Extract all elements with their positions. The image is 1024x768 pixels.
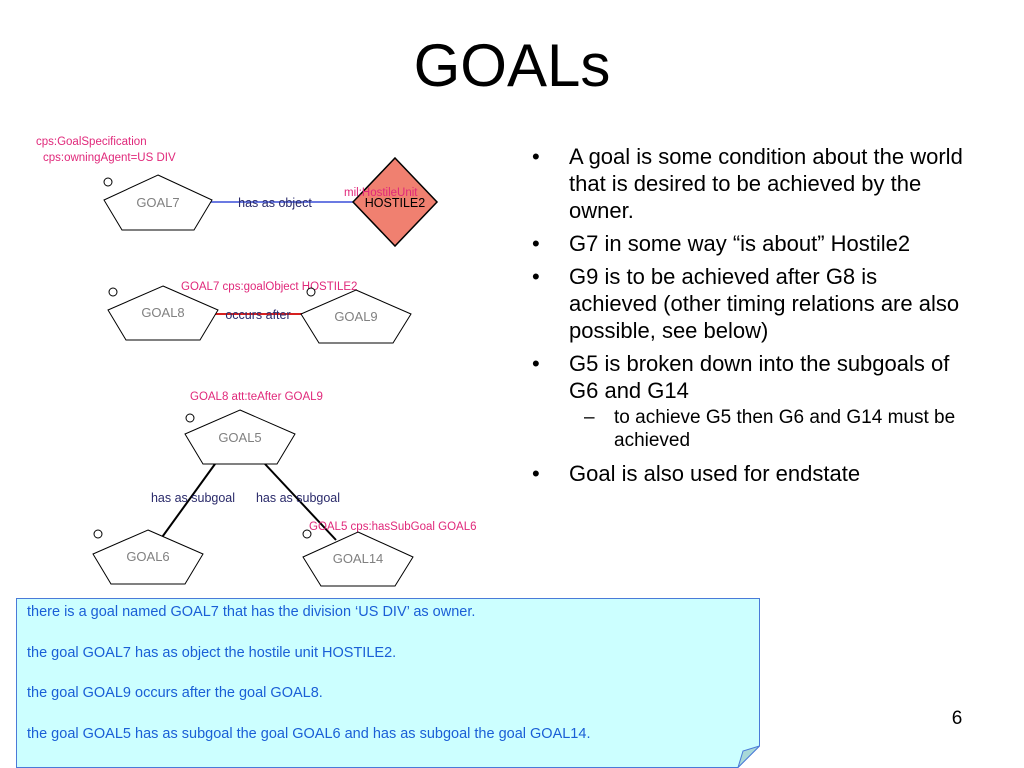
goal6-node[interactable]	[92, 529, 204, 585]
bullet-marker: •	[532, 461, 540, 486]
goal14-node[interactable]	[302, 531, 414, 587]
goal5-node[interactable]	[184, 409, 296, 465]
note-sentence: there is a goal named GOAL7 that has the…	[27, 604, 476, 620]
bullet-marker: •	[532, 351, 540, 376]
goal7-label: GOAL7	[136, 195, 179, 210]
goal14-handle[interactable]	[302, 529, 312, 539]
subgoal-edge-goal14	[264, 463, 337, 541]
goal8-label: GOAL8	[141, 305, 184, 320]
goal9-handle[interactable]	[306, 287, 316, 297]
hostile-unit-type-label: mil:HostileUnit	[344, 187, 418, 199]
subgoal-label-right: has as subgoal	[256, 491, 340, 505]
goal5-label: GOAL5	[218, 430, 261, 445]
slide-title: GOALs	[413, 32, 611, 99]
goal8-node[interactable]	[107, 285, 219, 341]
note-background	[16, 598, 760, 768]
goal5-caption: GOAL5 cps:hasSubGoal GOAL6	[309, 521, 476, 533]
occurs-after-label: occurs after	[225, 308, 290, 322]
goal7-annotation-type: cps:GoalSpecification	[36, 136, 147, 148]
goal5-handle[interactable]	[185, 413, 195, 423]
bullet-marker: •	[532, 231, 540, 256]
note-sentence: the goal GOAL7 has as object the hostile…	[27, 644, 397, 661]
bullet-text: A goal is some condition about the world…	[569, 144, 963, 223]
bullet-item: • A goal is some condition about the wor…	[528, 143, 968, 224]
bullet-item: • Goal is also used for endstate	[528, 460, 968, 487]
note-sentence: the goal GOAL9 occurs after the goal GOA…	[27, 685, 323, 701]
goal7-node[interactable]	[103, 174, 213, 231]
page-number: 6	[951, 708, 963, 729]
goal6-label: GOAL6	[126, 549, 169, 564]
goal8-handle[interactable]	[108, 287, 118, 297]
sub-bullet-text: to achieve G5 then G6 and G14 must be ac…	[614, 407, 956, 451]
bullet-text: G9 is to be achieved after G8 is achieve…	[569, 264, 960, 343]
sub-bullet-item: – to achieve G5 then G6 and G14 must be …	[528, 406, 968, 452]
hostile2-node[interactable]	[351, 156, 439, 248]
bullet-item: • G9 is to be achieved after G8 is achie…	[528, 263, 968, 344]
controlled-language-note: there is a goal named GOAL7 that has the…	[16, 598, 760, 768]
bullet-marker: •	[532, 264, 540, 289]
hostile2-label: HOSTILE2	[365, 196, 425, 210]
goal9-label: GOAL9	[334, 309, 377, 324]
goal9-node[interactable]	[300, 289, 412, 344]
has-as-object-label: has as object	[238, 196, 312, 210]
sub-bullet-marker: –	[584, 407, 595, 428]
bullet-text: G5 is broken down into the subgoals of G…	[569, 351, 950, 403]
subgoal-label-left: has as subgoal	[151, 491, 235, 505]
goal6-handle[interactable]	[93, 529, 103, 539]
bullet-text: G7 in some way “is about” Hostile2	[569, 231, 911, 256]
bullet-item: • G5 is broken down into the subgoals of…	[528, 350, 968, 404]
note-sentence: the goal GOAL5 has as subgoal the goal G…	[27, 725, 591, 742]
goal7-annotation-owner: cps:owningAgent=US DIV	[43, 152, 176, 164]
bullet-list: • A goal is some condition about the wor…	[528, 143, 968, 493]
goal14-label: GOAL14	[333, 551, 384, 566]
goal7-handle[interactable]	[103, 177, 113, 187]
bullet-marker: •	[532, 144, 540, 169]
goal-diagram: cps:GoalSpecification cps:owningAgent=US…	[36, 136, 476, 587]
goal8-caption: GOAL8 att:teAfter GOAL9	[190, 391, 323, 403]
bullet-text: Goal is also used for endstate	[569, 461, 861, 486]
note-folded-corner	[737, 745, 760, 768]
subgoal-edge-goal6	[159, 463, 216, 541]
goal7-caption: GOAL7 cps:goalObject HOSTILE2	[181, 281, 357, 293]
bullet-item: • G7 in some way “is about” Hostile2	[528, 230, 968, 257]
